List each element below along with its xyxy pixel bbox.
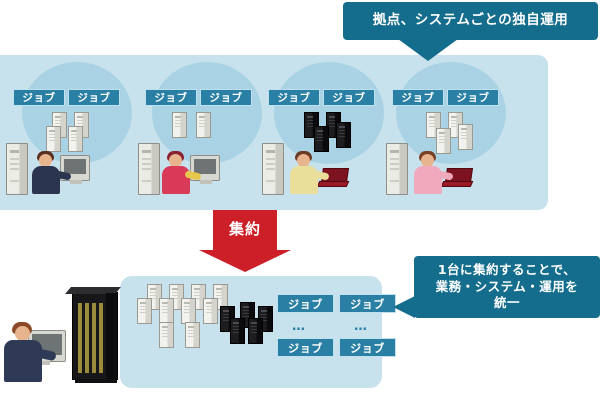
job-chip: ジョブ [277, 294, 334, 313]
operator-3 [288, 150, 330, 194]
arrow-head [199, 250, 291, 272]
consolidation-arrow: 集約 [199, 210, 291, 272]
callout-bottom-line-2: 業務・システム・運用を [435, 278, 579, 294]
callout-bottom-line-3: 統一 [493, 295, 520, 311]
job-chip: ジョブ [339, 294, 396, 313]
server-cluster-3 [300, 112, 362, 156]
desktop-pc-1 [6, 143, 28, 195]
job-chip: ジョブ [392, 89, 444, 106]
dark-server-cluster-consolidated [216, 302, 278, 348]
operator-consolidated [2, 320, 57, 382]
callout-consolidation-benefit: 1台に集約することで、 業務・システム・運用を 統一 [393, 256, 600, 318]
job-chip: ジョブ [268, 89, 320, 106]
arrow-body [213, 210, 277, 250]
job-chip: ジョブ [68, 89, 120, 106]
job-chip: ジョブ [277, 338, 334, 357]
job-row-separator: … [292, 319, 307, 334]
callout-bottom-tail [393, 296, 415, 318]
callout-bottom-line-1: 1台に集約することで、 [437, 262, 577, 278]
consolidated-rack [65, 287, 121, 383]
operator-2 [160, 150, 202, 194]
desktop-pc-4 [386, 143, 408, 195]
job-chip: ジョブ [13, 89, 65, 106]
operator-4 [412, 150, 454, 194]
job-chip: ジョブ [339, 338, 396, 357]
server-farm-consolidated [137, 284, 233, 348]
operator-1 [30, 150, 72, 194]
arrow-label: 集約 [228, 220, 261, 238]
callout-bottom-text: 1台に集約することで、 業務・システム・運用を 統一 [418, 262, 596, 312]
server-cluster-2 [172, 112, 232, 144]
server-cluster-1 [46, 112, 116, 158]
callout-top-text: 拠点、システムごとの独自運用 [372, 12, 569, 29]
job-row-separator: … [354, 319, 369, 334]
desktop-pc-2 [138, 143, 160, 195]
job-chip: ジョブ [145, 89, 197, 106]
job-chip: ジョブ [447, 89, 499, 106]
callout-distributed-operation: 拠点、システムごとの独自運用 [343, 2, 598, 61]
callout-top-tail [398, 39, 458, 61]
desktop-pc-3 [262, 143, 284, 195]
job-chip: ジョブ [323, 89, 375, 106]
job-chip: ジョブ [200, 89, 252, 106]
server-cluster-4 [420, 112, 482, 158]
